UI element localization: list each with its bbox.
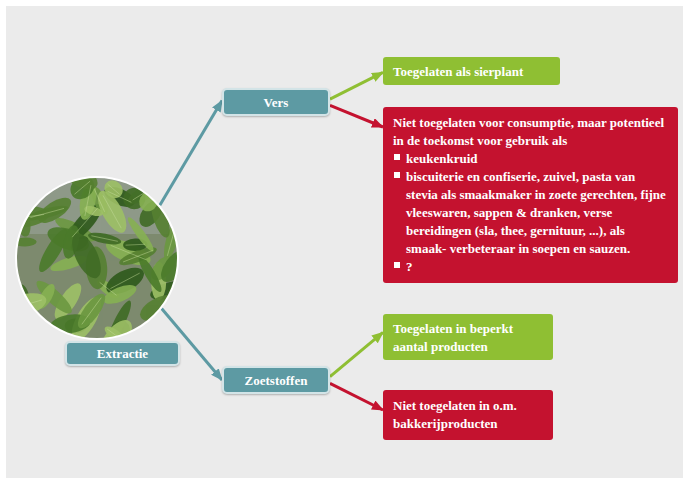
not-allowed-box: Niet toegelaten voor consumptie, maar po… [383,107,678,283]
text-row: Niet toegelaten in o.m. bakkerijproducte… [393,396,543,432]
flow-arrow [330,105,383,127]
flow-arrow [330,332,383,376]
caption-box: Extractie [65,341,180,366]
stevia-plant-photo [14,174,180,342]
bullet-text: biscuiterie en confiserie, zuivel, pasta… [406,169,666,256]
bullet-text: ? [406,259,413,274]
bullet-square [394,262,400,268]
flow-arrow [330,72,383,99]
text-row: ? [393,257,668,275]
text-row: Toegelaten in beperkt aantal producten [393,319,543,355]
node-label: Niet toegelaten voor consumptie, maar po… [393,115,664,148]
node-label: Vers [264,95,289,110]
plant-photo-circle: Extractie [14,174,180,368]
text-row: Toegelaten als sierplant [393,62,550,80]
bullet-square [394,172,400,178]
node-label: Toegelaten in beperkt aantal producten [393,321,513,354]
node-label: Niet toegelaten in o.m. bakkerijproducte… [393,398,517,431]
node-label: Extractie [97,346,148,362]
node-label: Zoetstoffen [245,373,308,388]
text-row: Niet toegelaten voor consumptie, maar po… [393,113,668,149]
text-row: keukenkruid [393,149,668,167]
not-allowed-box: Niet toegelaten in o.m. bakkerijproducte… [383,390,553,440]
bullet-square [394,154,400,160]
bullet-text: keukenkruid [406,151,478,166]
text-row: Vers [230,93,322,111]
allowed-box: Toegelaten in beperkt aantal producten [383,314,553,360]
text-row: biscuiterie en confiserie, zuivel, pasta… [393,167,668,257]
flow-arrow [330,383,383,410]
allowed-box: Toegelaten als sierplant [383,57,560,85]
category-box: Vers [222,88,330,116]
node-label: Toegelaten als sierplant [393,64,523,79]
flow-arrow [160,101,222,206]
text-row: Zoetstoffen [230,371,322,389]
category-box: Zoetstoffen [222,366,330,394]
